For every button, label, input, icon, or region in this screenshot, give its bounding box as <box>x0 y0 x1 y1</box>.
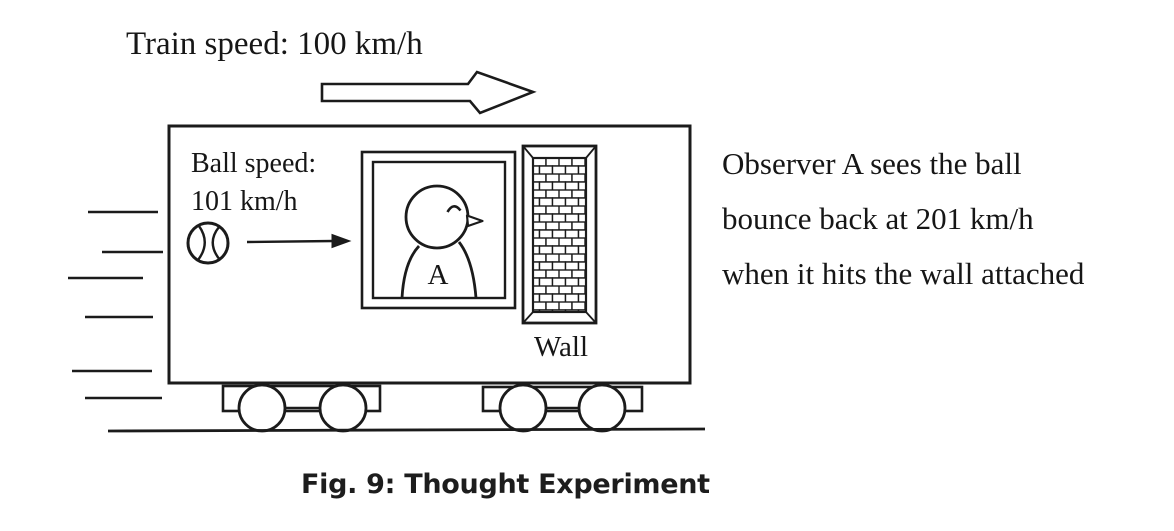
observer-body-right <box>457 241 478 299</box>
observer-note-line: Observer A sees the ball <box>722 146 1022 181</box>
motion-lines-icon <box>68 210 163 400</box>
wall-icon <box>521 144 598 325</box>
ball-speed-label-line1: Ball speed: <box>191 148 317 179</box>
observer-note: Observer A sees the ball bounce back at … <box>722 136 1084 301</box>
observer-figure <box>400 184 484 299</box>
train-body-outline <box>167 124 692 385</box>
wall-label: Wall <box>533 331 589 363</box>
ball-speed-label: Ball speed: 101 km/h <box>191 145 316 221</box>
observer-note-line: when it hits the wall attached <box>722 256 1085 291</box>
wheel-truck-front <box>221 383 382 433</box>
wheel-truck-rear <box>481 383 644 433</box>
ball-motion-arrow-icon <box>246 233 352 249</box>
ball-speed-label-line2: 101 km/h <box>191 186 298 217</box>
observer-head <box>404 184 470 250</box>
train-speed-label: Train speed: 100 km/h <box>126 26 423 62</box>
train-direction-arrow-icon <box>320 70 537 115</box>
figure-caption: Fig. 9: Thought Experiment <box>301 469 710 500</box>
ground-line <box>107 427 706 433</box>
observer-nose <box>465 214 484 228</box>
observer-letter-label: A <box>427 259 449 291</box>
observer-eye <box>446 205 462 213</box>
observer-window-frame <box>360 150 517 310</box>
observer-note-line: bounce back at 201 km/h <box>722 201 1034 236</box>
ball-icon <box>186 221 230 265</box>
observer-body-left <box>400 245 421 299</box>
